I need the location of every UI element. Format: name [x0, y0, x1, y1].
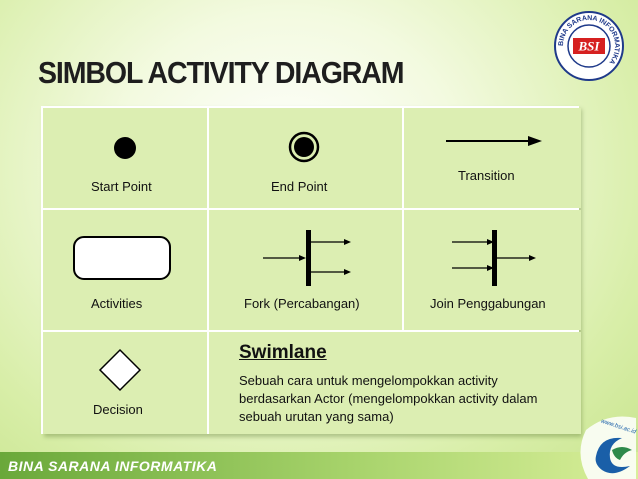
symbol-table: Start Point End Point Transition Activit… — [41, 106, 581, 434]
start-point-label: Start Point — [91, 179, 152, 194]
footer-bar: BINA SARANA INFORMATIKA — [0, 452, 638, 479]
cell-activities: Activities — [43, 210, 207, 330]
activities-label: Activities — [91, 296, 143, 311]
join-icon — [452, 230, 536, 286]
fork-label: Fork (Percabangan) — [244, 296, 360, 311]
transition-arrow-icon — [446, 136, 542, 146]
cell-fork: Fork (Percabangan) — [209, 210, 402, 330]
cell-start-point: Start Point — [43, 108, 207, 208]
end-point-label: End Point — [271, 179, 328, 194]
end-point-icon — [288, 131, 320, 163]
cell-end-point: End Point — [209, 108, 402, 208]
start-point-icon — [114, 137, 136, 159]
slide-title: SIMBOL ACTIVITY DIAGRAM — [38, 55, 405, 90]
cell-transition: Transition — [404, 108, 581, 208]
join-label: Join Penggabungan — [430, 296, 546, 311]
bsi-logo: BINA SARANA INFORMATIKA BSI — [554, 11, 624, 81]
footer-text: BINA SARANA INFORMATIKA — [8, 458, 218, 474]
cell-decision: Decision — [43, 332, 207, 434]
fork-icon — [263, 230, 351, 286]
cell-join: Join Penggabungan — [404, 210, 581, 330]
decision-label: Decision — [93, 402, 143, 417]
decision-diamond-icon — [98, 348, 142, 392]
swimlane-description: Sebuah cara untuk mengelompokkan activit… — [239, 373, 538, 424]
svg-text:BSI: BSI — [578, 39, 601, 54]
transition-label: Transition — [458, 168, 515, 183]
corner-swirl-logo: www.bsi.ac.id — [580, 416, 637, 479]
cell-swimlane: Swimlane Sebuah cara untuk mengelompokka… — [209, 332, 581, 434]
swimlane-title: Swimlane — [239, 342, 327, 363]
activity-icon — [73, 236, 171, 280]
